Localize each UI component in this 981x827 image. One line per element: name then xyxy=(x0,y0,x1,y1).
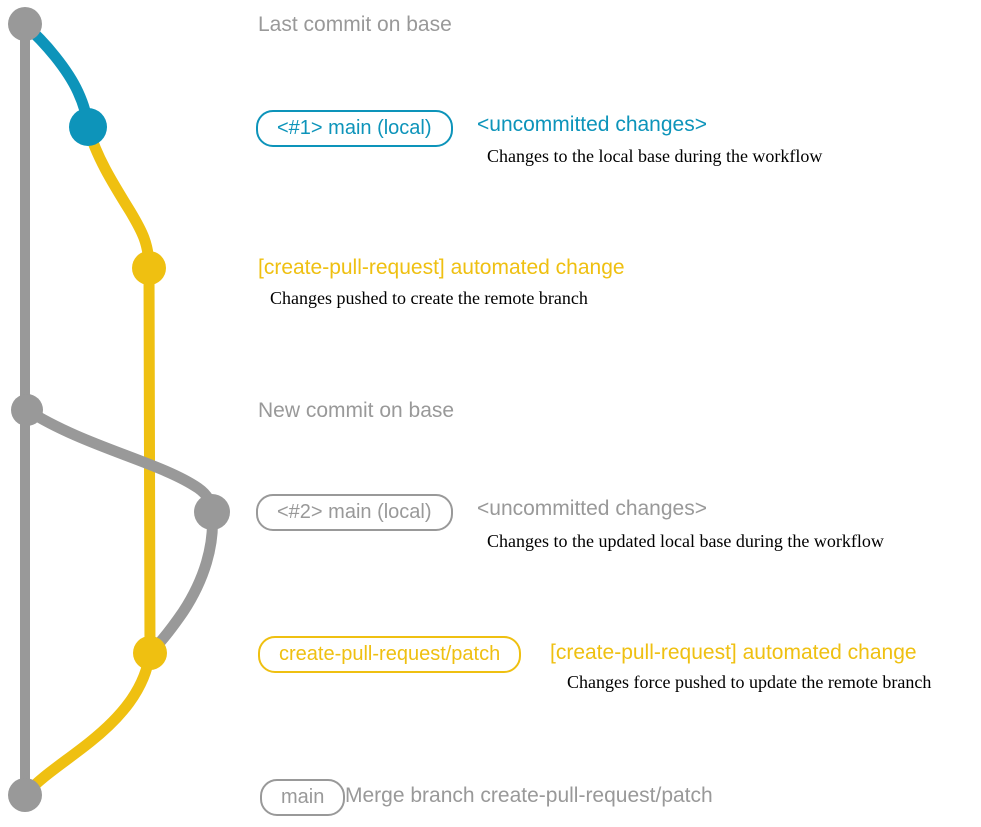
last-commit-heading: Last commit on base xyxy=(258,13,452,36)
local-main-1-badge: <#1> main (local) xyxy=(256,110,453,147)
merge-branch-heading: Merge branch create-pull-request/patch xyxy=(345,784,713,807)
patch-branch-badge: create-pull-request/patch xyxy=(258,636,522,673)
remote-branch-update-node xyxy=(133,636,167,670)
pushed-to-create-caption: Changes pushed to create the remote bran… xyxy=(270,288,588,308)
uncommitted-changes-2-heading: <uncommitted changes> xyxy=(477,497,707,520)
remote-branch-create-node xyxy=(132,251,166,285)
new-commit-on-base-node xyxy=(11,394,43,426)
rebase-force-push-line xyxy=(145,506,218,658)
local-main-2-badge: <#2> main (local) xyxy=(256,494,453,531)
main-branch-badge: main xyxy=(260,779,346,816)
automated-change-1-heading: [create-pull-request] automated change xyxy=(258,256,625,279)
patch-branch-line xyxy=(82,121,156,659)
new-commit-heading: New commit on base xyxy=(258,399,455,422)
uncommitted-changes-1-heading: <uncommitted changes> xyxy=(477,113,707,136)
base-update-line xyxy=(21,404,218,518)
force-pushed-caption: Changes force pushed to update the remot… xyxy=(567,672,932,692)
last-commit-on-base-node xyxy=(8,7,42,41)
local-base-1-caption: Changes to the local base during the wor… xyxy=(487,146,823,166)
local-base-2-caption: Changes to the updated local base during… xyxy=(487,531,884,551)
automated-change-2-heading: [create-pull-request] automated change xyxy=(550,641,917,664)
local-main-1-node xyxy=(69,108,107,146)
git-graph xyxy=(8,7,230,812)
merge-commit-node xyxy=(8,778,42,812)
merge-line xyxy=(20,647,156,800)
local-main-2-node xyxy=(194,494,230,530)
